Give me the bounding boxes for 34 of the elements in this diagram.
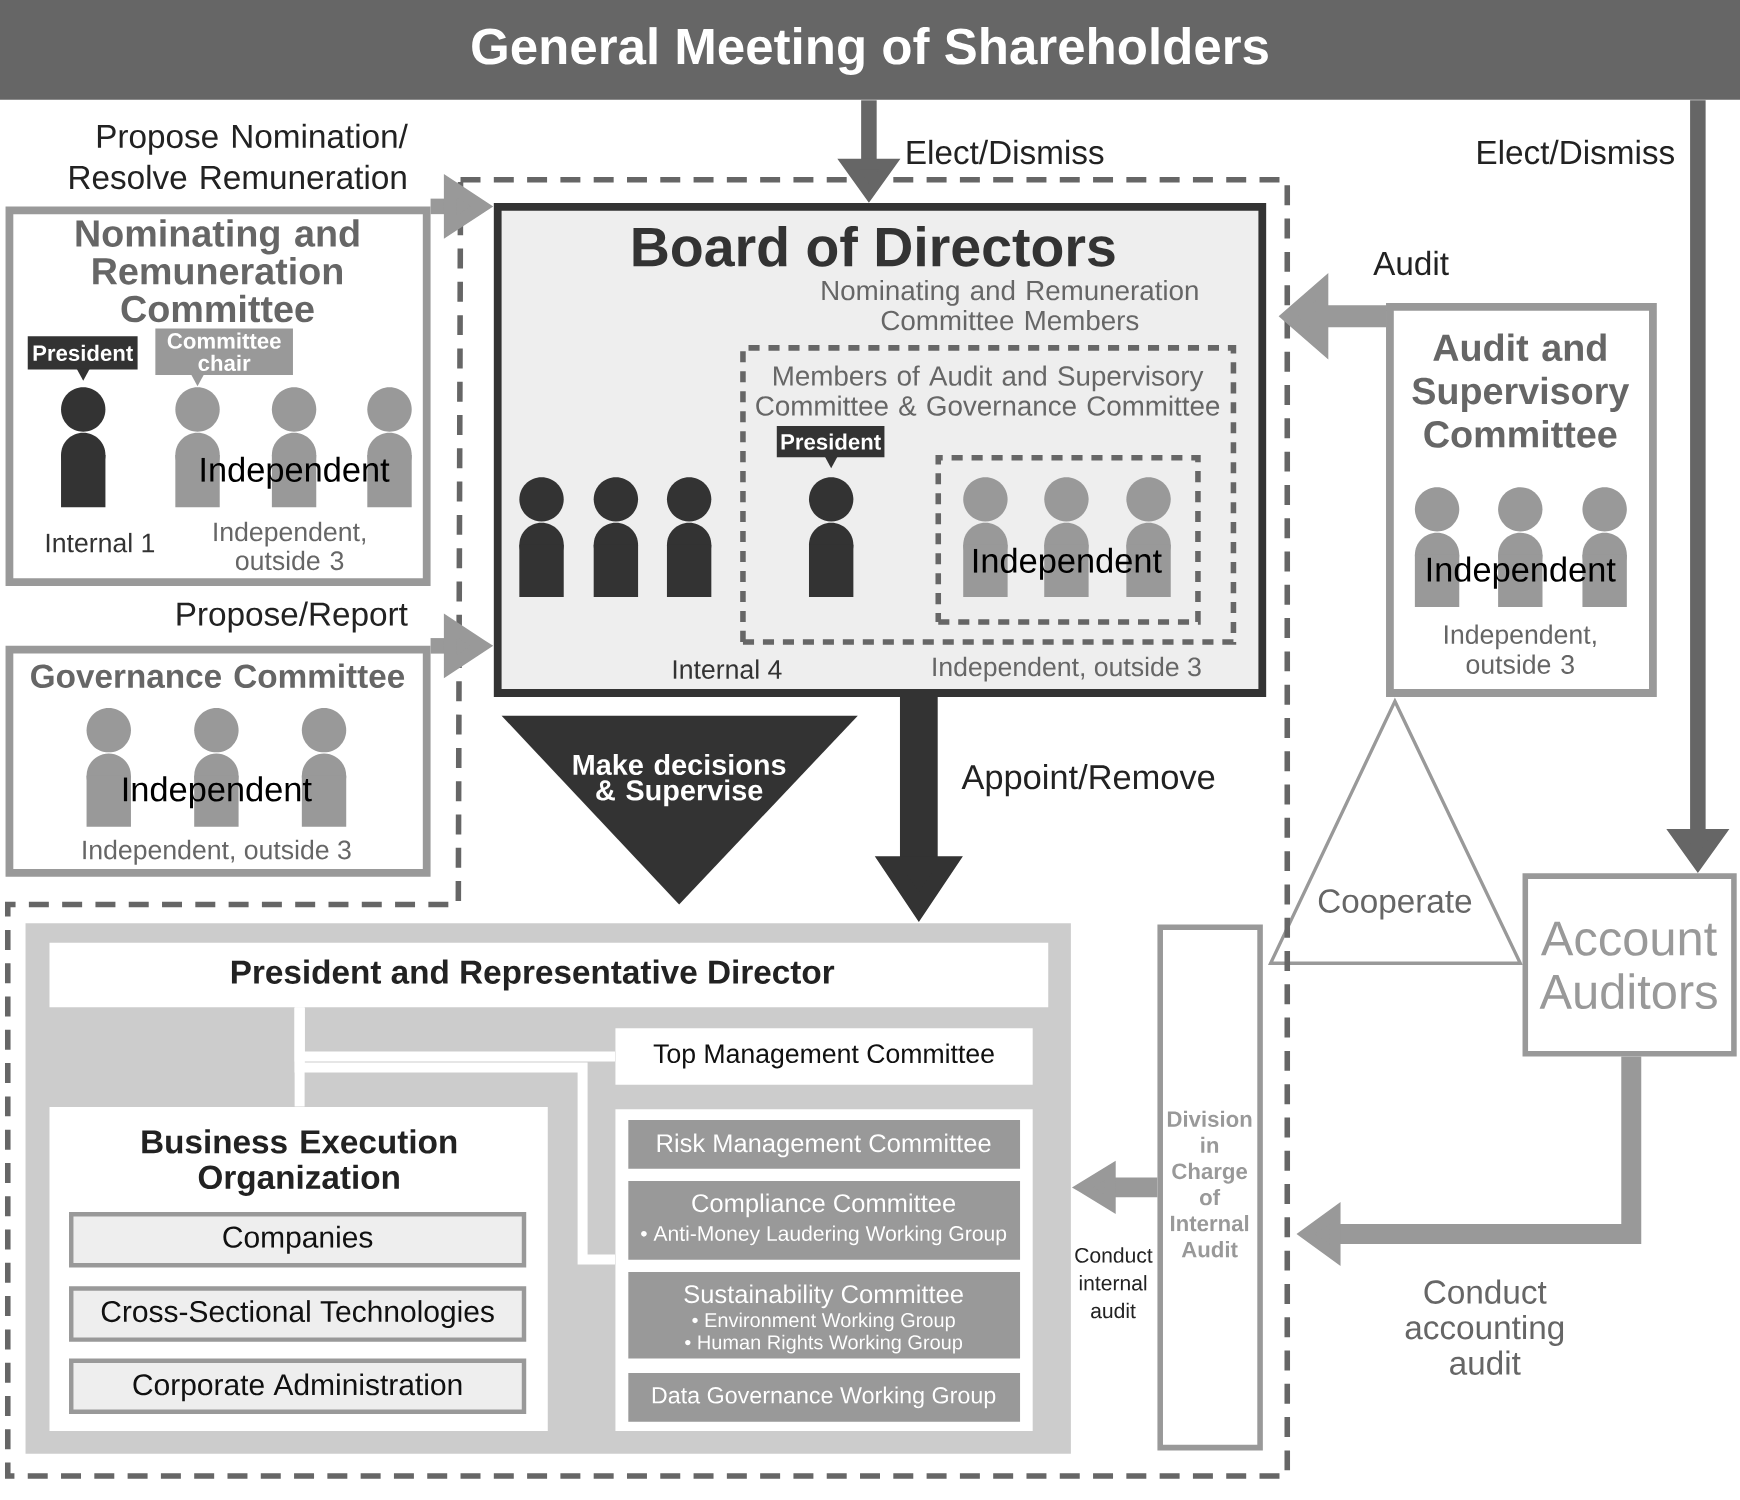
edge-label: Conduct internal audit	[1075, 1247, 1153, 1319]
caption-text: • Anti-Money Laudering Working Group	[641, 1225, 1007, 1245]
downward-triangle: Make decisions & Supervise	[501, 715, 858, 905]
caption-text: Independent	[123, 776, 312, 809]
unit-box: Corporate Administration	[69, 1358, 527, 1414]
name-badge: Committee chair	[155, 328, 293, 387]
caption-text: • Human Rights Working Group	[685, 1334, 963, 1354]
committee-box: Data Governance Working Group	[628, 1372, 1021, 1422]
name-badge: President	[776, 426, 885, 469]
unit-box: Companies	[69, 1211, 527, 1268]
unit-box: Cross-Sectional Technologies	[69, 1286, 527, 1342]
caption-text: Internal 1	[46, 532, 155, 553]
title-banner: General Meeting of Shareholders	[0, 0, 1740, 100]
caption-text: Independent, outside 3	[1445, 624, 1596, 674]
director-box: President and Representative Director	[49, 942, 1049, 1007]
edge-label: Appoint/Remove	[961, 763, 1215, 796]
caption-text: Independent, outside 3	[933, 656, 1201, 682]
committee-box: Top Management Committee	[615, 1028, 1033, 1085]
edge-label: Propose Nomination/ Resolve Remuneration	[70, 123, 408, 190]
edge-label: Audit	[1373, 250, 1449, 276]
edge-label: Elect/Dismiss	[907, 139, 1104, 165]
caption-text: Independent, outside 3	[214, 521, 365, 570]
committee-box: Risk Management Committee	[628, 1119, 1021, 1169]
edge-label: Propose/Report	[177, 601, 408, 633]
caption-text: Independent	[201, 456, 390, 489]
caption-text: Nominating and Remuneration Committee Members	[822, 279, 1198, 331]
division-box: Division in Charge of Internal Audit	[1157, 924, 1263, 1451]
caption-text: Independent, outside 3	[83, 839, 351, 865]
edge-label: Elect/Dismiss	[1478, 139, 1674, 165]
name-badge: President	[27, 336, 138, 381]
caption-text: • Environment Working Group	[692, 1312, 955, 1332]
edge-label: Conduct accounting audit	[1405, 1279, 1564, 1375]
auditor-box: Account Auditors	[1522, 873, 1737, 1057]
caption-text: Internal 4	[673, 659, 782, 679]
